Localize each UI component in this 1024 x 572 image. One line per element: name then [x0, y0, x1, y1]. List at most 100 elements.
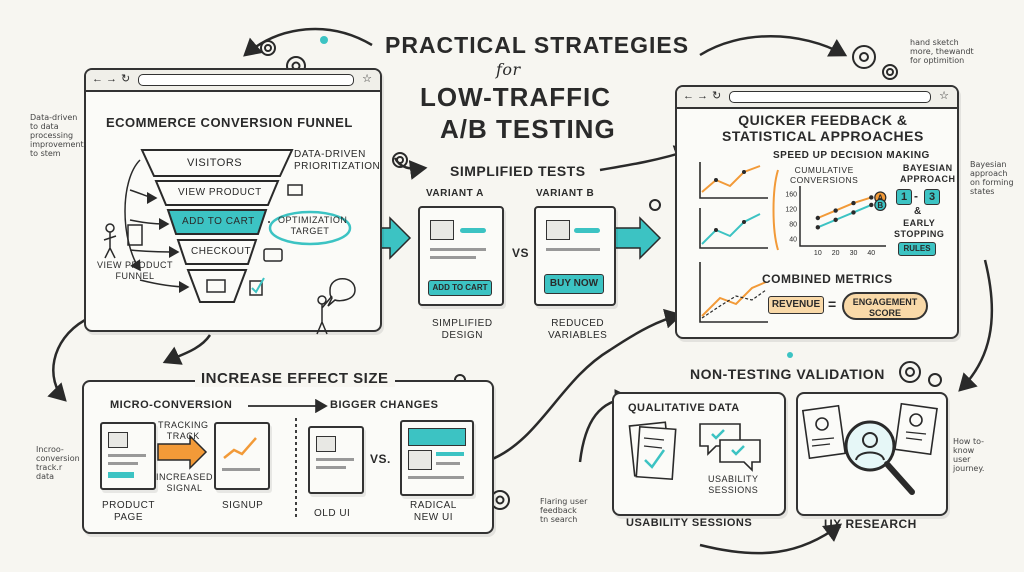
back-icon[interactable]: ←	[683, 90, 694, 102]
y-tick-label: 80	[789, 222, 797, 229]
forward-icon[interactable]: →	[697, 90, 708, 102]
text-line	[108, 454, 146, 457]
data-point	[833, 217, 838, 223]
revenue-box: REVENUE	[768, 296, 824, 314]
add-to-cart-button[interactable]: ADD TO CART	[428, 280, 492, 296]
user-profile-card	[894, 402, 938, 456]
address-bar[interactable]	[138, 74, 354, 86]
legend-label-a: A	[877, 193, 883, 202]
arrow-effect-to-validation	[489, 308, 683, 462]
signup-card	[214, 422, 270, 490]
funnel-stage-visitors	[140, 149, 294, 177]
title-line-4: A/B TESTING	[440, 114, 616, 144]
radical-new-ui-card	[400, 420, 474, 496]
variant-b-label: VARIANT B	[536, 188, 595, 199]
old-ui-card	[308, 426, 364, 494]
bookmark-icon[interactable]: ☆	[362, 73, 372, 85]
arrow-title-to-feedback	[699, 35, 848, 57]
y-tick-label: 40	[789, 237, 797, 244]
forward-icon[interactable]: →	[106, 73, 117, 85]
gear-icon	[882, 64, 898, 80]
funnel-heading: ECOMMERCE CONVERSION FUNNEL	[106, 115, 353, 130]
orange-arrow-icon	[157, 434, 208, 470]
browser-bar: ← → ↻ ☆	[677, 87, 957, 109]
x-tick-label: 30	[850, 250, 858, 257]
variant-a-label: VARIANT A	[426, 188, 484, 199]
micro-conversion-label: MICRO-CONVERSION	[110, 399, 233, 411]
feedback-heading: QUICKER FEEDBACK &STATISTICAL APPROACHES	[722, 112, 924, 144]
chart-axes	[799, 186, 886, 247]
mini-line-2	[701, 213, 761, 245]
gear-icon	[928, 373, 942, 387]
x-tick-label: 20	[832, 250, 840, 257]
bookmark-icon[interactable]: ☆	[939, 90, 949, 102]
text-line	[436, 462, 460, 465]
text-line	[316, 458, 354, 461]
simplified-heading: SIMPLIFIED TESTS	[450, 163, 586, 179]
brace	[772, 169, 779, 251]
text-line	[222, 468, 260, 471]
address-bar[interactable]	[729, 91, 931, 103]
hero-block	[408, 428, 466, 446]
back-icon[interactable]: ←	[92, 73, 103, 85]
title-line-1: PRACTICAL STRATEGIES	[385, 32, 690, 58]
x-tick-label: 40	[867, 250, 875, 257]
ux-research-label: UX RESEARCH	[824, 517, 917, 531]
text-line	[436, 452, 464, 456]
amp-label: &	[914, 206, 922, 217]
optimization-target-outline	[268, 210, 352, 246]
ratio-box-b: 3	[924, 189, 940, 205]
funnel-stage-add-to-cart	[166, 209, 268, 235]
funnel-stage-checkout-label: CHECKOUT	[191, 246, 252, 257]
vs-label: VS	[512, 246, 530, 260]
reload-icon[interactable]: ↻	[121, 73, 131, 85]
buy-now-button[interactable]: BUY NOW	[544, 274, 604, 294]
vs-label: VS.	[370, 452, 391, 466]
effect-heading: INCREASE EFFECT SIZE	[195, 370, 395, 387]
data-point	[833, 208, 838, 213]
cart-icon	[206, 279, 226, 293]
text-line	[408, 476, 464, 479]
variant-a-card: ADD TO CART	[418, 206, 504, 306]
bigger-changes-label: BIGGER CHANGES	[330, 399, 439, 411]
gear-icon	[899, 361, 921, 383]
data-point	[815, 215, 821, 221]
y-tick-label: 160	[785, 192, 797, 199]
arrow-title-to-funnel	[243, 27, 373, 57]
user-profile-card	[801, 404, 847, 460]
old-ui-label: OLD UI	[314, 508, 351, 519]
data-point	[869, 195, 874, 200]
arrow-validation-loop	[699, 523, 843, 555]
funnel-stage-view-product	[154, 180, 280, 206]
title-line-2: for	[496, 60, 521, 79]
gear-icon	[260, 40, 276, 56]
legend-marker-b	[874, 198, 887, 212]
text-line	[316, 466, 346, 469]
data-point	[851, 200, 856, 206]
text-line	[430, 248, 486, 251]
chat-bubble-icon	[699, 423, 741, 456]
combined-metrics-label: COMBINED METRICS	[762, 272, 893, 286]
funnel-stage-checkout	[176, 239, 258, 265]
text-line	[108, 462, 138, 465]
reload-icon[interactable]: ↻	[712, 90, 722, 102]
